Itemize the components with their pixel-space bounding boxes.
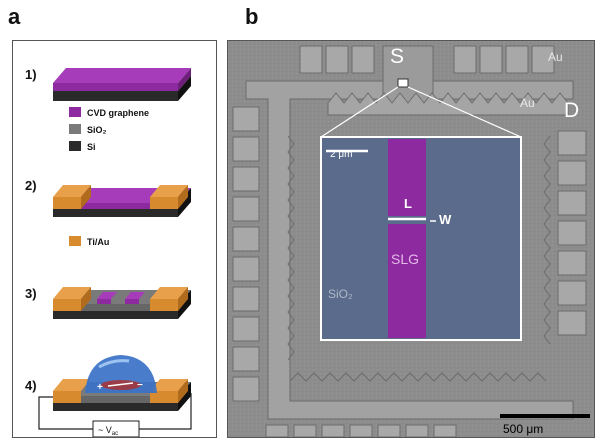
step-2-stack [53, 185, 191, 217]
legend-swatch-graphene [69, 107, 81, 117]
legend-swatch-sio2 [69, 124, 81, 134]
source-electrode [382, 45, 434, 104]
slg-label: SLG [391, 251, 420, 267]
sio2-label: SiO₂ [328, 287, 353, 301]
voltage-source-label: ~ Vac [98, 425, 118, 437]
legend-swatch-si [69, 141, 81, 151]
zoom-line-left [320, 86, 399, 138]
drain-electrode [327, 92, 569, 116]
au-right-label: Au [520, 96, 535, 110]
step-1-stack [53, 68, 191, 101]
legend-swatch-tiau [69, 236, 81, 246]
channel-width-label: W [439, 212, 452, 227]
scale-bar [500, 414, 590, 418]
inset-scale-label: 2 μm [330, 149, 353, 160]
channel-length-label: L [404, 196, 412, 211]
tiau-legend: Ti/Au [69, 236, 109, 247]
legend-graphene-label: CVD graphene [87, 108, 149, 118]
legend-tiau-label: Ti/Au [87, 237, 109, 247]
sem-image-panel: S D Au Au 2 μm L W SLG SiO₂ 500 μm [227, 40, 595, 438]
scale-label: 500 μm [503, 422, 544, 436]
drain-label: D [564, 99, 580, 122]
source-label: S [390, 45, 405, 68]
top-contact-pads [299, 45, 555, 74]
legend-sio2-label: SiO₂ [87, 125, 107, 135]
au-top-label: Au [548, 50, 563, 64]
circuit-wire-left [38, 396, 93, 430]
circuit-wire-right [139, 393, 192, 430]
charge-plus-1: + [97, 382, 103, 393]
legend-si-label: Si [87, 142, 96, 152]
panel-a-letter: a [8, 4, 21, 29]
fabrication-steps-drawing: CVD graphene SiO₂ Si Ti/Au [38, 68, 192, 437]
bottom-contact-pads [265, 424, 457, 437]
graphene-channel [388, 139, 426, 338]
inset-sem-closeup [320, 136, 522, 341]
inset-region-marker [397, 78, 409, 88]
step-4-device: + − ~ Vac [38, 355, 192, 437]
left-contact-pads [232, 106, 260, 402]
panel-b-letter: b [245, 4, 259, 29]
step-2-label: 2) [25, 178, 37, 193]
step-3-label: 3) [25, 286, 37, 301]
zoom-line-right [407, 86, 522, 138]
fabrication-schematic-panel: 1) 2) 3) 4) CVD graphene SiO₂ Si [12, 40, 217, 438]
sem-image [228, 41, 594, 437]
right-contact-pads [557, 130, 587, 336]
step-1-label: 1) [25, 67, 37, 82]
material-legend: CVD graphene SiO₂ Si [69, 107, 149, 152]
step-4-label: 4) [25, 378, 37, 393]
charge-minus: − [137, 380, 143, 391]
step-3-stack [53, 287, 191, 319]
